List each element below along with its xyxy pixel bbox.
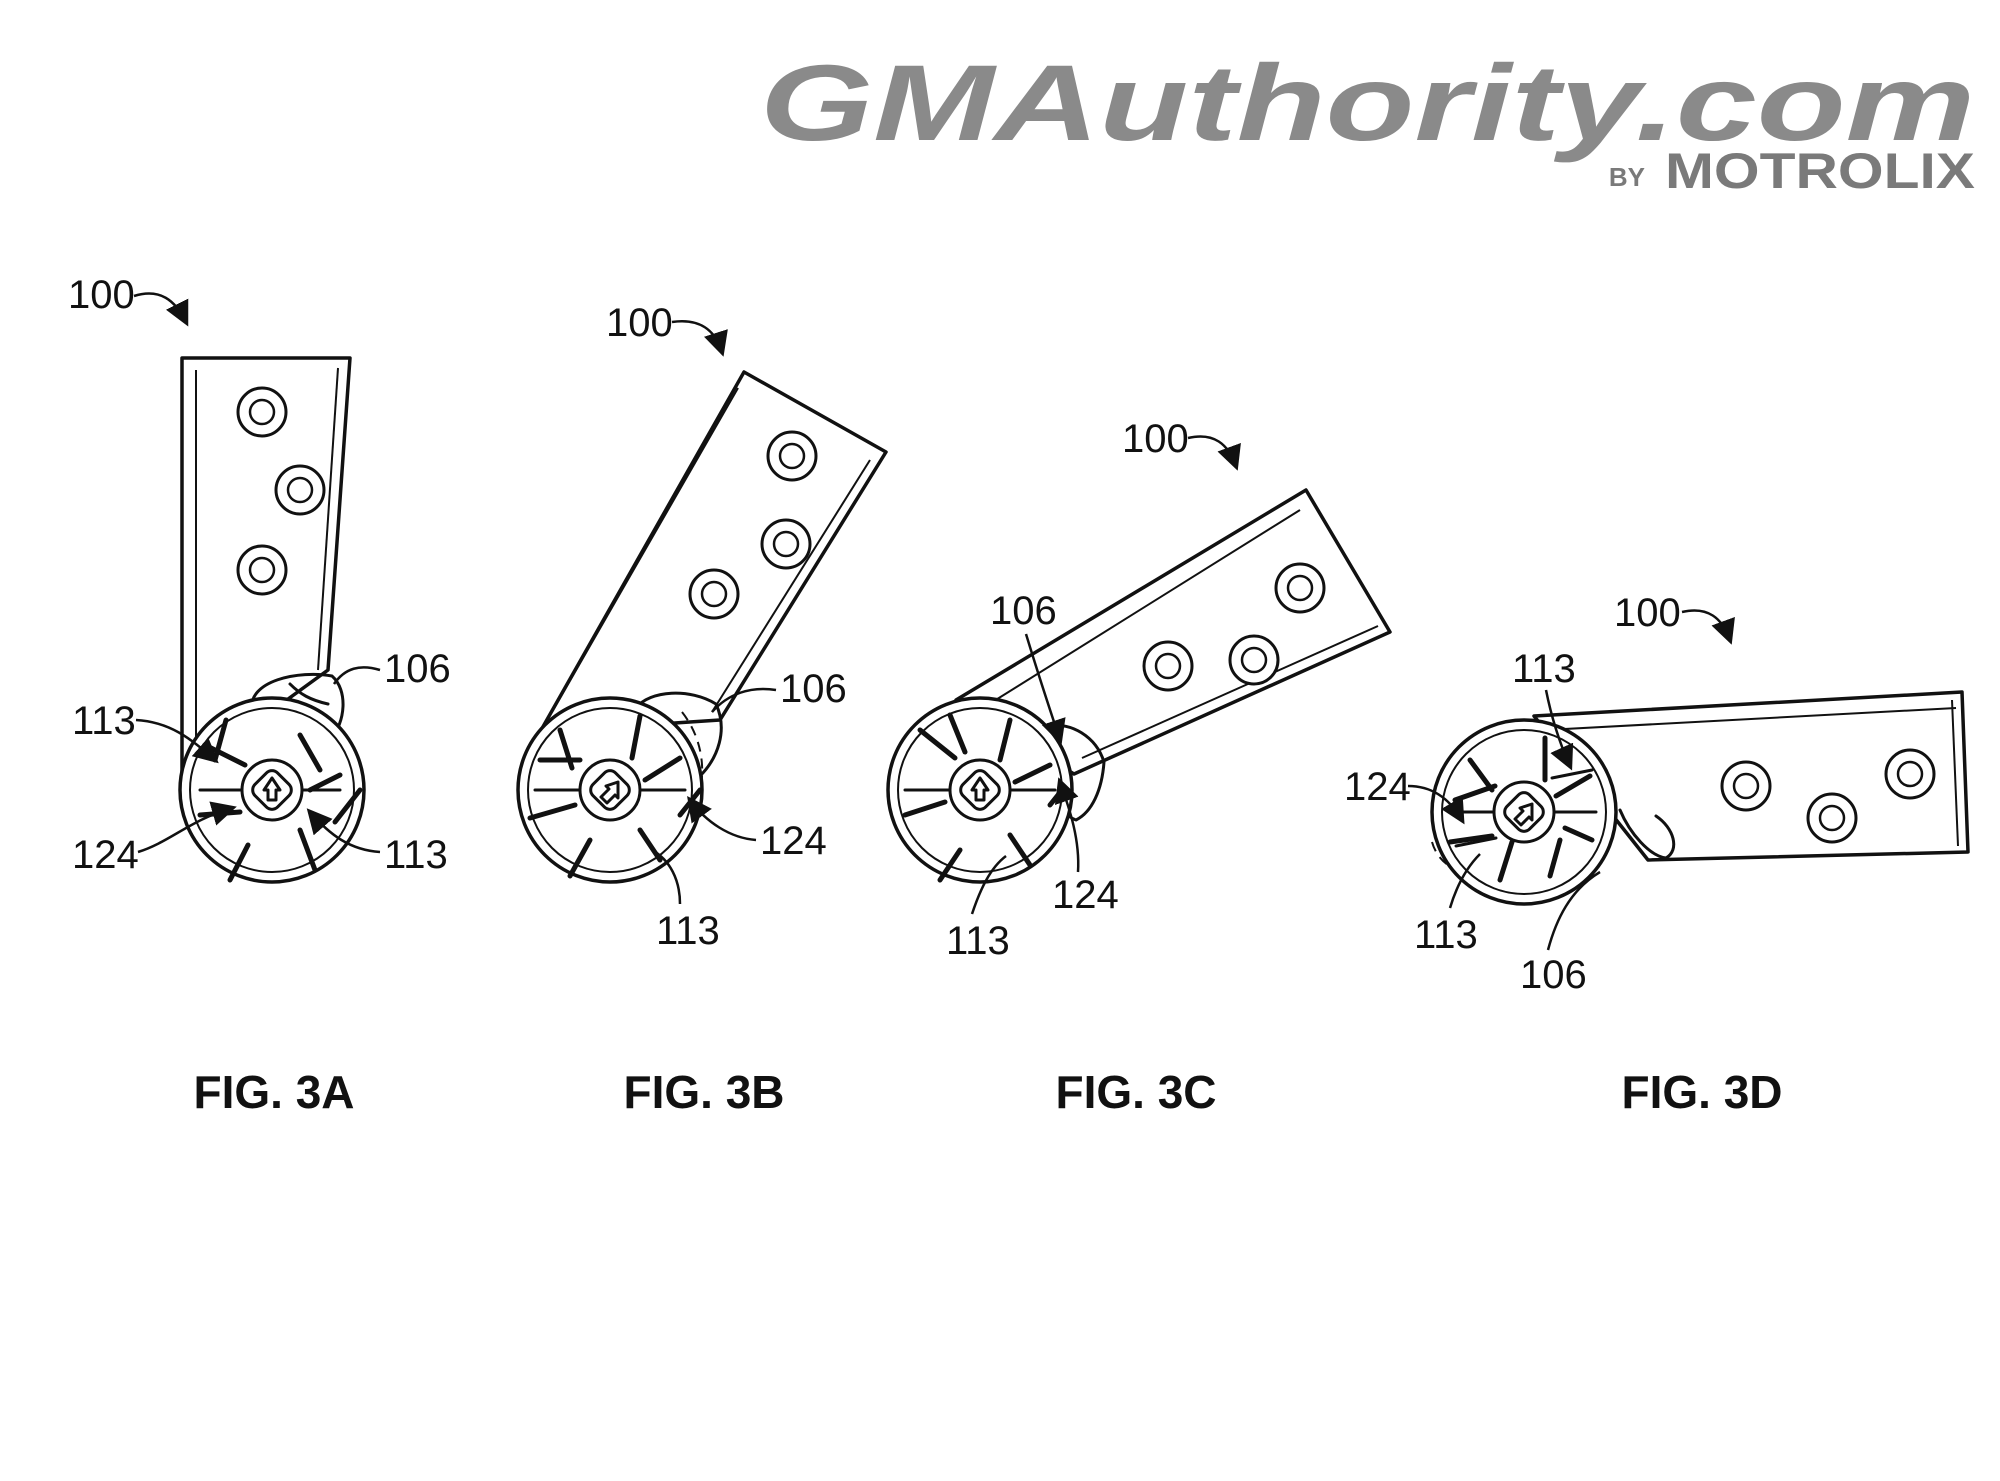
ref-124: 124 [1344, 765, 1411, 809]
figure-3d: 100 113 124 113 106 FIG. 3D [1344, 591, 1968, 1118]
ref-106: 106 [990, 589, 1057, 633]
watermark-publisher: MOTROLIX [1665, 143, 1975, 199]
ref-113-left: 113 [72, 699, 136, 743]
ref-assembly: 100 [1122, 417, 1189, 461]
figure-3a: 100 106 113 124 113 FIG. 3A [68, 273, 451, 1118]
figure-caption: FIG. 3B [623, 1066, 784, 1118]
ref-113-right: 113 [384, 833, 448, 877]
fastener-holes [1144, 564, 1324, 690]
ref-113-bottom: 113 [1414, 913, 1478, 957]
fastener-holes [1722, 750, 1934, 842]
ref-assembly: 100 [606, 301, 673, 345]
ref-assembly: 100 [68, 273, 135, 317]
ref-113: 113 [656, 909, 720, 953]
figure-caption: FIG. 3A [193, 1066, 354, 1118]
figure-caption: FIG. 3C [1055, 1066, 1216, 1118]
fastener-holes [238, 388, 324, 594]
ref-106: 106 [780, 667, 847, 711]
figure-3b: 100 106 124 113 FIG. 3B [518, 301, 886, 1118]
ref-124: 124 [760, 819, 827, 863]
figure-caption: FIG. 3D [1621, 1066, 1782, 1118]
ref-113-top: 113 [1512, 647, 1576, 691]
ref-124: 124 [72, 833, 139, 877]
figure-3c: 100 106 124 113 FIG. 3C [888, 417, 1390, 1118]
ref-106: 106 [384, 647, 451, 691]
ref-113: 113 [946, 919, 1010, 963]
ref-assembly: 100 [1614, 591, 1681, 635]
gm-authority-logo: GMAuthority.com BY MOTROLIX [760, 42, 1975, 199]
ref-106: 106 [1520, 953, 1587, 997]
fastener-holes [690, 432, 816, 618]
watermark-by: BY [1609, 162, 1645, 192]
ref-124: 124 [1052, 873, 1119, 917]
